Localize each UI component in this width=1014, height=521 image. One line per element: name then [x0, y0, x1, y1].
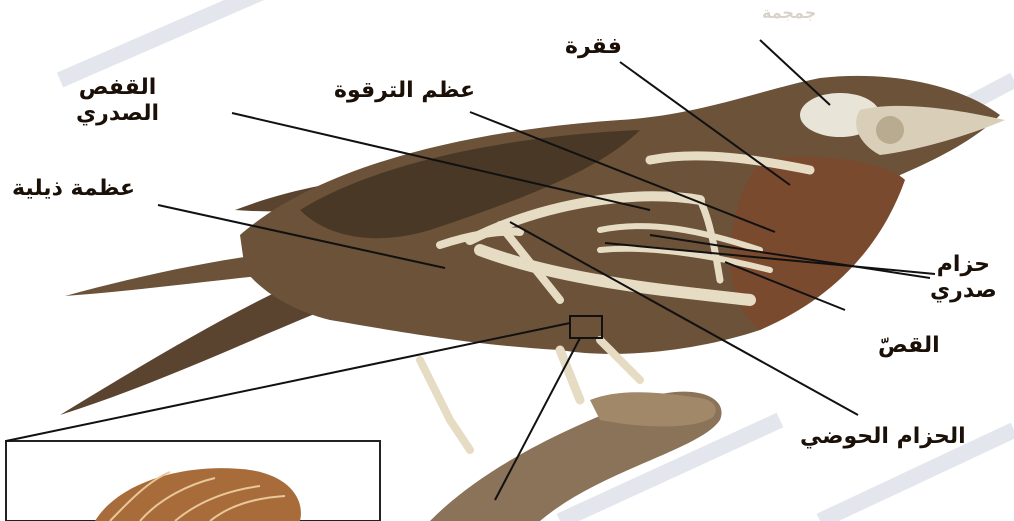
- bird-breast: [730, 157, 905, 330]
- label-ribcage: القفص الصدري: [76, 75, 159, 127]
- label-keel: القصّ: [878, 333, 940, 359]
- label-vertebra: فقرة: [565, 34, 622, 60]
- label-collarbone: عظم الترقوة: [334, 78, 475, 104]
- inset-magnified-view: [6, 441, 380, 521]
- label-tail-bone: عظمة ذيلية: [12, 176, 135, 202]
- label-pectoral-line2: صدري: [930, 278, 997, 304]
- label-ribcage-line2: الصدري: [76, 101, 159, 127]
- branch: [430, 392, 722, 521]
- label-ribcage-line1: القفص: [76, 75, 159, 101]
- label-pectoral-line1: حزام: [930, 252, 997, 278]
- inset-line-left: [6, 323, 570, 441]
- label-pectoral-girdle: حزام صدري: [930, 252, 997, 304]
- label-skull: جمجمة: [762, 0, 816, 26]
- label-pelvic-girdle: الحزام الحوضي: [800, 424, 966, 450]
